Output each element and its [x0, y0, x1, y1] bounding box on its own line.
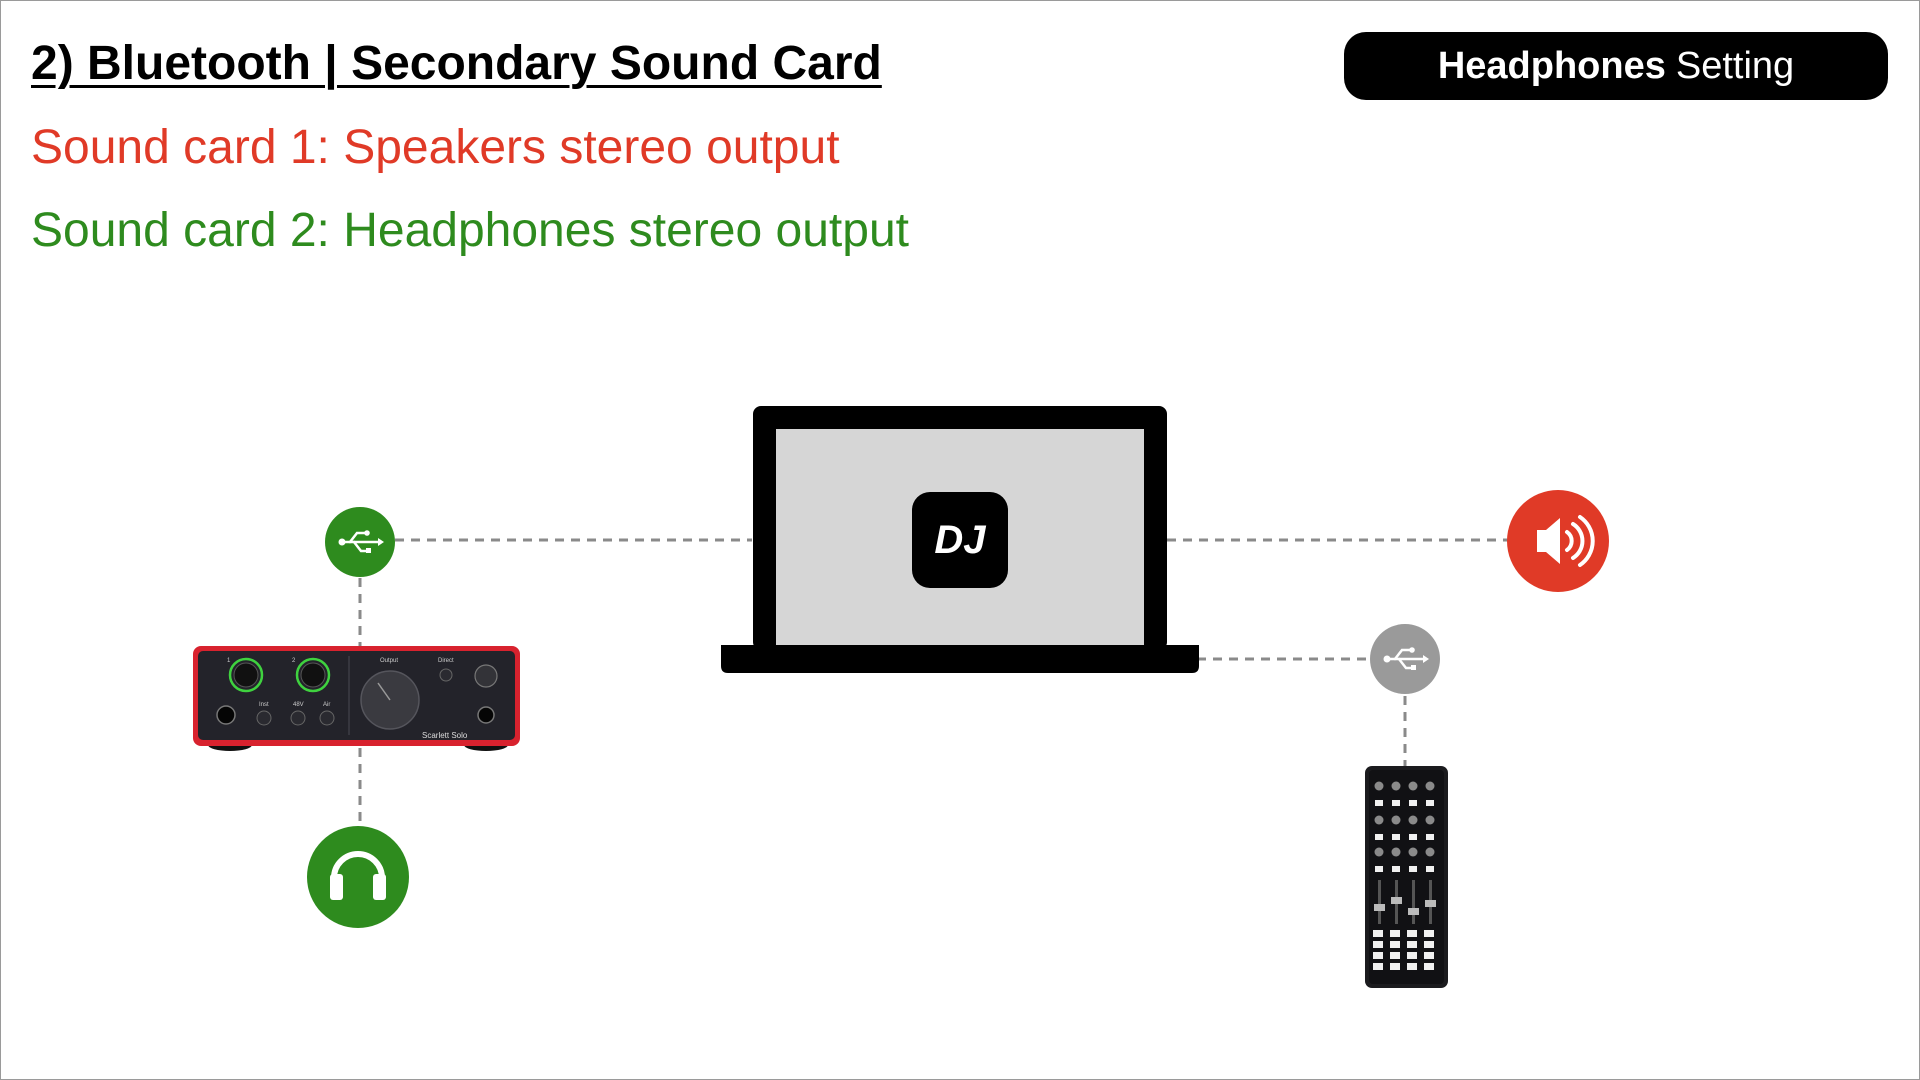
setting-badge: Headphones Setting [1344, 32, 1888, 100]
dj-app-icon [912, 492, 1008, 588]
interface-direct-label: Direct [438, 658, 454, 664]
interface-model-label: Scarlett Solo [422, 731, 468, 740]
speaker-icon [1507, 490, 1609, 592]
interface-ch1-label: 1 [227, 658, 231, 664]
interface-air-label: Air [323, 702, 330, 708]
usb-icon [1370, 624, 1440, 694]
laptop: DJ [721, 406, 1199, 673]
interface-output-label: Output [380, 658, 398, 664]
interface-48v-label: 48V [293, 702, 304, 708]
audio-interface: 1 2 Inst 48V Air Output Direct Scarlett … [193, 646, 520, 751]
headphones-icon [307, 826, 409, 928]
interface-inst-label: Inst [259, 702, 269, 708]
setting-badge-bold: Headphones [1437, 44, 1666, 87]
usb-icon [325, 507, 395, 577]
interface-front-panel [198, 651, 515, 740]
interface-ch2-label: 2 [292, 658, 296, 664]
controller-knobs [1374, 781, 1435, 857]
setting-badge-regular: Setting [1675, 44, 1795, 87]
dj-app-logo-text: DJ [934, 518, 986, 562]
dj-controller [1365, 766, 1448, 988]
controller-small-buttons [1375, 800, 1434, 872]
page-title: 2) Bluetooth | Secondary Sound Card [31, 37, 882, 90]
sound-card-2-label: Sound card 2: Headphones stereo output [31, 204, 909, 257]
sound-card-1-label: Sound card 1: Speakers stereo output [31, 121, 840, 174]
controller-faders [1374, 880, 1436, 924]
controller-pad-grid [1373, 930, 1434, 970]
headphones-circle [307, 826, 409, 928]
laptop-base [721, 645, 1199, 673]
